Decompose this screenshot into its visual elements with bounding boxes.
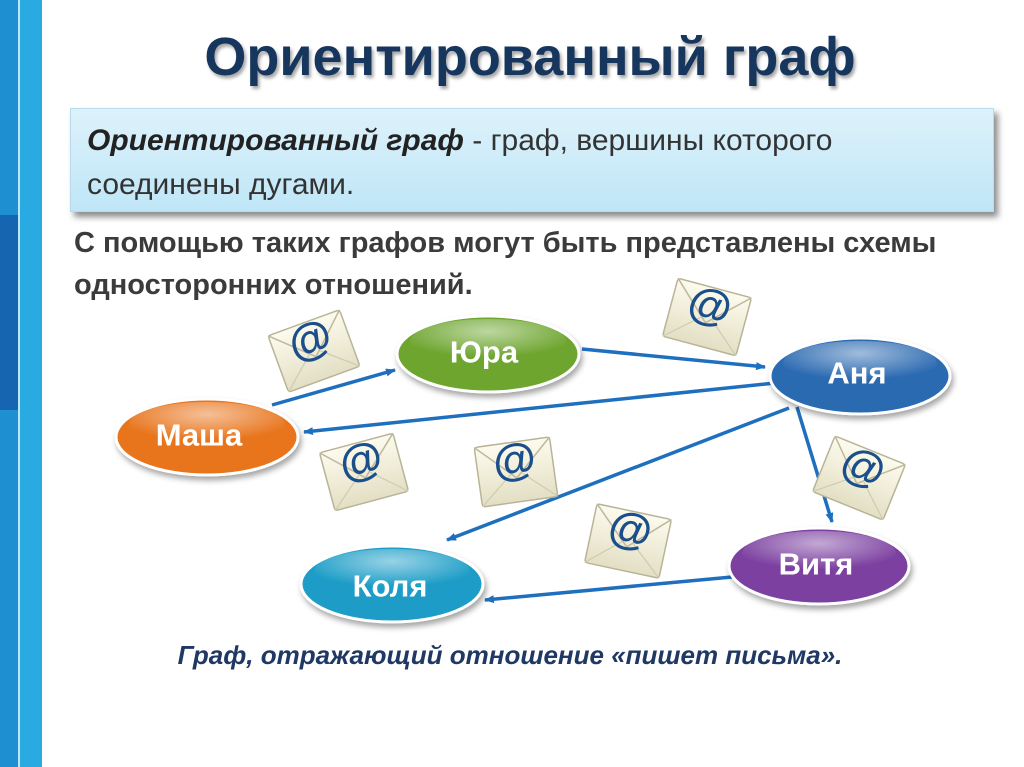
node-label: Витя	[779, 547, 854, 582]
intro-text: С помощью таких графов могут быть предст…	[74, 227, 937, 301]
sidebar-decoration	[0, 0, 42, 767]
edge-masha-yura	[271, 368, 396, 407]
edge-yura-anya	[581, 347, 766, 371]
definition-text: Ориентированный граф - граф, вершины кот…	[87, 119, 977, 207]
envelope-icon: @	[267, 309, 361, 393]
edge-vitya-kolya	[484, 575, 733, 604]
definition-body: - граф, вершины которого соединены дугам…	[87, 124, 833, 201]
svg-text:@: @	[604, 501, 656, 558]
node-anya: Аня	[768, 336, 952, 416]
envelope-icon: @	[584, 501, 672, 579]
node-kolya: Коля	[299, 544, 485, 624]
definition-term: Ориентированный граф	[87, 124, 464, 157]
node-vitya: Витя	[727, 526, 911, 606]
node-yura: Юра	[395, 314, 581, 394]
slide-title: Ориентированный граф	[204, 27, 856, 87]
edge-anya-vitya	[795, 406, 834, 523]
definition-box: Ориентированный граф - граф, вершины кот…	[70, 108, 994, 212]
sidebar-stripe-dark	[0, 215, 18, 410]
node-label: Аня	[827, 356, 886, 391]
node-label: Юра	[450, 335, 519, 370]
edge-anya-masha	[303, 381, 776, 436]
graph-caption: Граф, отражающий отношение «пишет письма…	[177, 640, 843, 670]
sidebar-divider	[18, 0, 20, 767]
envelope-icon: @	[473, 433, 559, 508]
envelope-icon: @	[319, 431, 409, 512]
envelope-icon: @	[662, 276, 752, 357]
node-label: Маша	[156, 418, 243, 453]
node-label: Коля	[353, 569, 428, 604]
edges-group	[271, 347, 834, 604]
node-masha: Маша	[114, 397, 300, 477]
edge-anya-kolya	[446, 406, 790, 542]
svg-text:@: @	[490, 433, 539, 487]
